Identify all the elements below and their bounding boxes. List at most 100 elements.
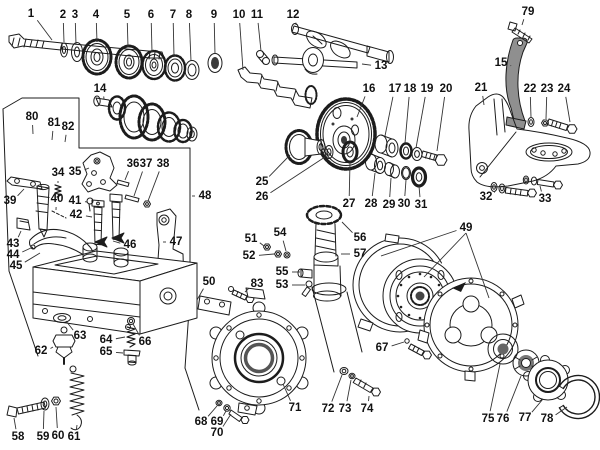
part-label-54: 54 (274, 227, 287, 252)
part-label-59: 59 (37, 410, 49, 443)
part-number: 78 (541, 413, 554, 425)
part-label-83: 83 (244, 278, 263, 293)
part-number: 81 (48, 117, 61, 129)
part-number: 14 (94, 83, 107, 95)
leader-line (222, 413, 232, 427)
leader-line (62, 22, 65, 43)
part-label-81: 81 (48, 117, 61, 141)
leader-line (64, 134, 67, 143)
part-label-72: 72 (322, 374, 343, 415)
bearing-row-group (341, 140, 428, 188)
leader-line (380, 230, 457, 257)
part-label-10: 10 (233, 9, 245, 71)
part-number: 55 (276, 266, 289, 278)
part-label-47: 47 (163, 236, 182, 248)
part-number: 23 (541, 83, 554, 95)
part-label-46: 46 (112, 239, 137, 251)
leader-line (17, 230, 22, 238)
part-number: 46 (124, 239, 137, 251)
leader-line (415, 96, 426, 149)
leader-line (188, 22, 192, 62)
part-label-57: 57 (341, 248, 366, 260)
leader-line (258, 253, 275, 256)
part-label-66: 66 (132, 323, 152, 348)
leader-line (17, 188, 25, 197)
part-number: 34 (52, 167, 65, 179)
leader-line (555, 406, 568, 416)
part-label-25: 25 (256, 154, 291, 188)
output-parts-group (487, 333, 600, 420)
part-number: 73 (339, 403, 352, 415)
part-number: 74 (361, 403, 374, 415)
leader-line (384, 96, 394, 137)
part-number: 64 (100, 334, 113, 346)
leader-line (489, 363, 501, 412)
part-number: 66 (139, 336, 152, 348)
part-label-19: 19 (415, 83, 433, 149)
part-label-71: 71 (282, 383, 302, 414)
leader-line (124, 170, 129, 181)
leader-line (84, 167, 90, 171)
part-number: 45 (10, 260, 23, 272)
part-label-63: 63 (65, 320, 86, 342)
part-label-60: 60 (52, 406, 65, 442)
leader-line (346, 379, 352, 402)
lever-group (505, 21, 533, 130)
part-number: 42 (70, 209, 83, 221)
leader-line (74, 22, 77, 45)
leader-line (371, 172, 376, 197)
part-label-3: 3 (72, 9, 78, 45)
leader-line (239, 22, 244, 71)
part-label-61: 61 (68, 424, 81, 443)
part-label-26: 26 (256, 156, 326, 203)
part-label-40: 40 (51, 193, 63, 211)
part-label-39: 39 (4, 188, 25, 207)
part-label-34: 34 (52, 167, 65, 184)
part-number: 6 (148, 9, 154, 21)
part-number: 82 (62, 121, 75, 133)
part-label-76: 76 (497, 375, 522, 425)
part-label-38: 38 (147, 158, 170, 202)
part-label-14: 14 (94, 83, 107, 100)
part-label-50: 50 (196, 276, 216, 301)
part-number: 30 (398, 198, 411, 210)
part-number: 28 (365, 198, 378, 210)
switch-parts-group (52, 313, 141, 366)
leader-line (545, 96, 548, 120)
leader-line (482, 95, 485, 106)
part-number: 51 (245, 233, 258, 245)
part-number: 35 (69, 166, 82, 178)
selector-shafts-group (237, 23, 394, 109)
leader-line (75, 424, 78, 430)
part-label-65: 65 (100, 346, 124, 358)
leader-line (42, 410, 45, 430)
part-number: 50 (203, 276, 216, 288)
part-number: 3 (72, 9, 78, 21)
leader-line (531, 398, 544, 413)
part-number: 61 (68, 431, 81, 443)
part-label-69: 69 (211, 410, 227, 428)
leader-line (222, 410, 227, 417)
leader-line (132, 323, 140, 336)
part-number: 57 (354, 248, 367, 260)
part-label-70: 70 (211, 413, 232, 439)
leader-line (13, 417, 17, 430)
part-number: 26 (256, 191, 269, 203)
part-number: 1 (28, 8, 35, 20)
part-number: 70 (211, 427, 224, 439)
leader-line (115, 336, 126, 340)
part-label-62: 62 (35, 345, 54, 357)
part-label-16: 16 (356, 83, 376, 118)
leader-line (423, 232, 467, 278)
part-number: 60 (52, 430, 65, 442)
leader-line (404, 96, 410, 144)
part-label-41: 41 (69, 195, 88, 207)
leader-line (389, 177, 392, 198)
part-number: 77 (519, 412, 532, 424)
part-label-55: 55 (276, 266, 300, 278)
leader-line (348, 161, 351, 197)
part-number: 16 (363, 83, 376, 95)
part-label-48: 48 (192, 190, 212, 202)
leader-line (282, 240, 287, 252)
